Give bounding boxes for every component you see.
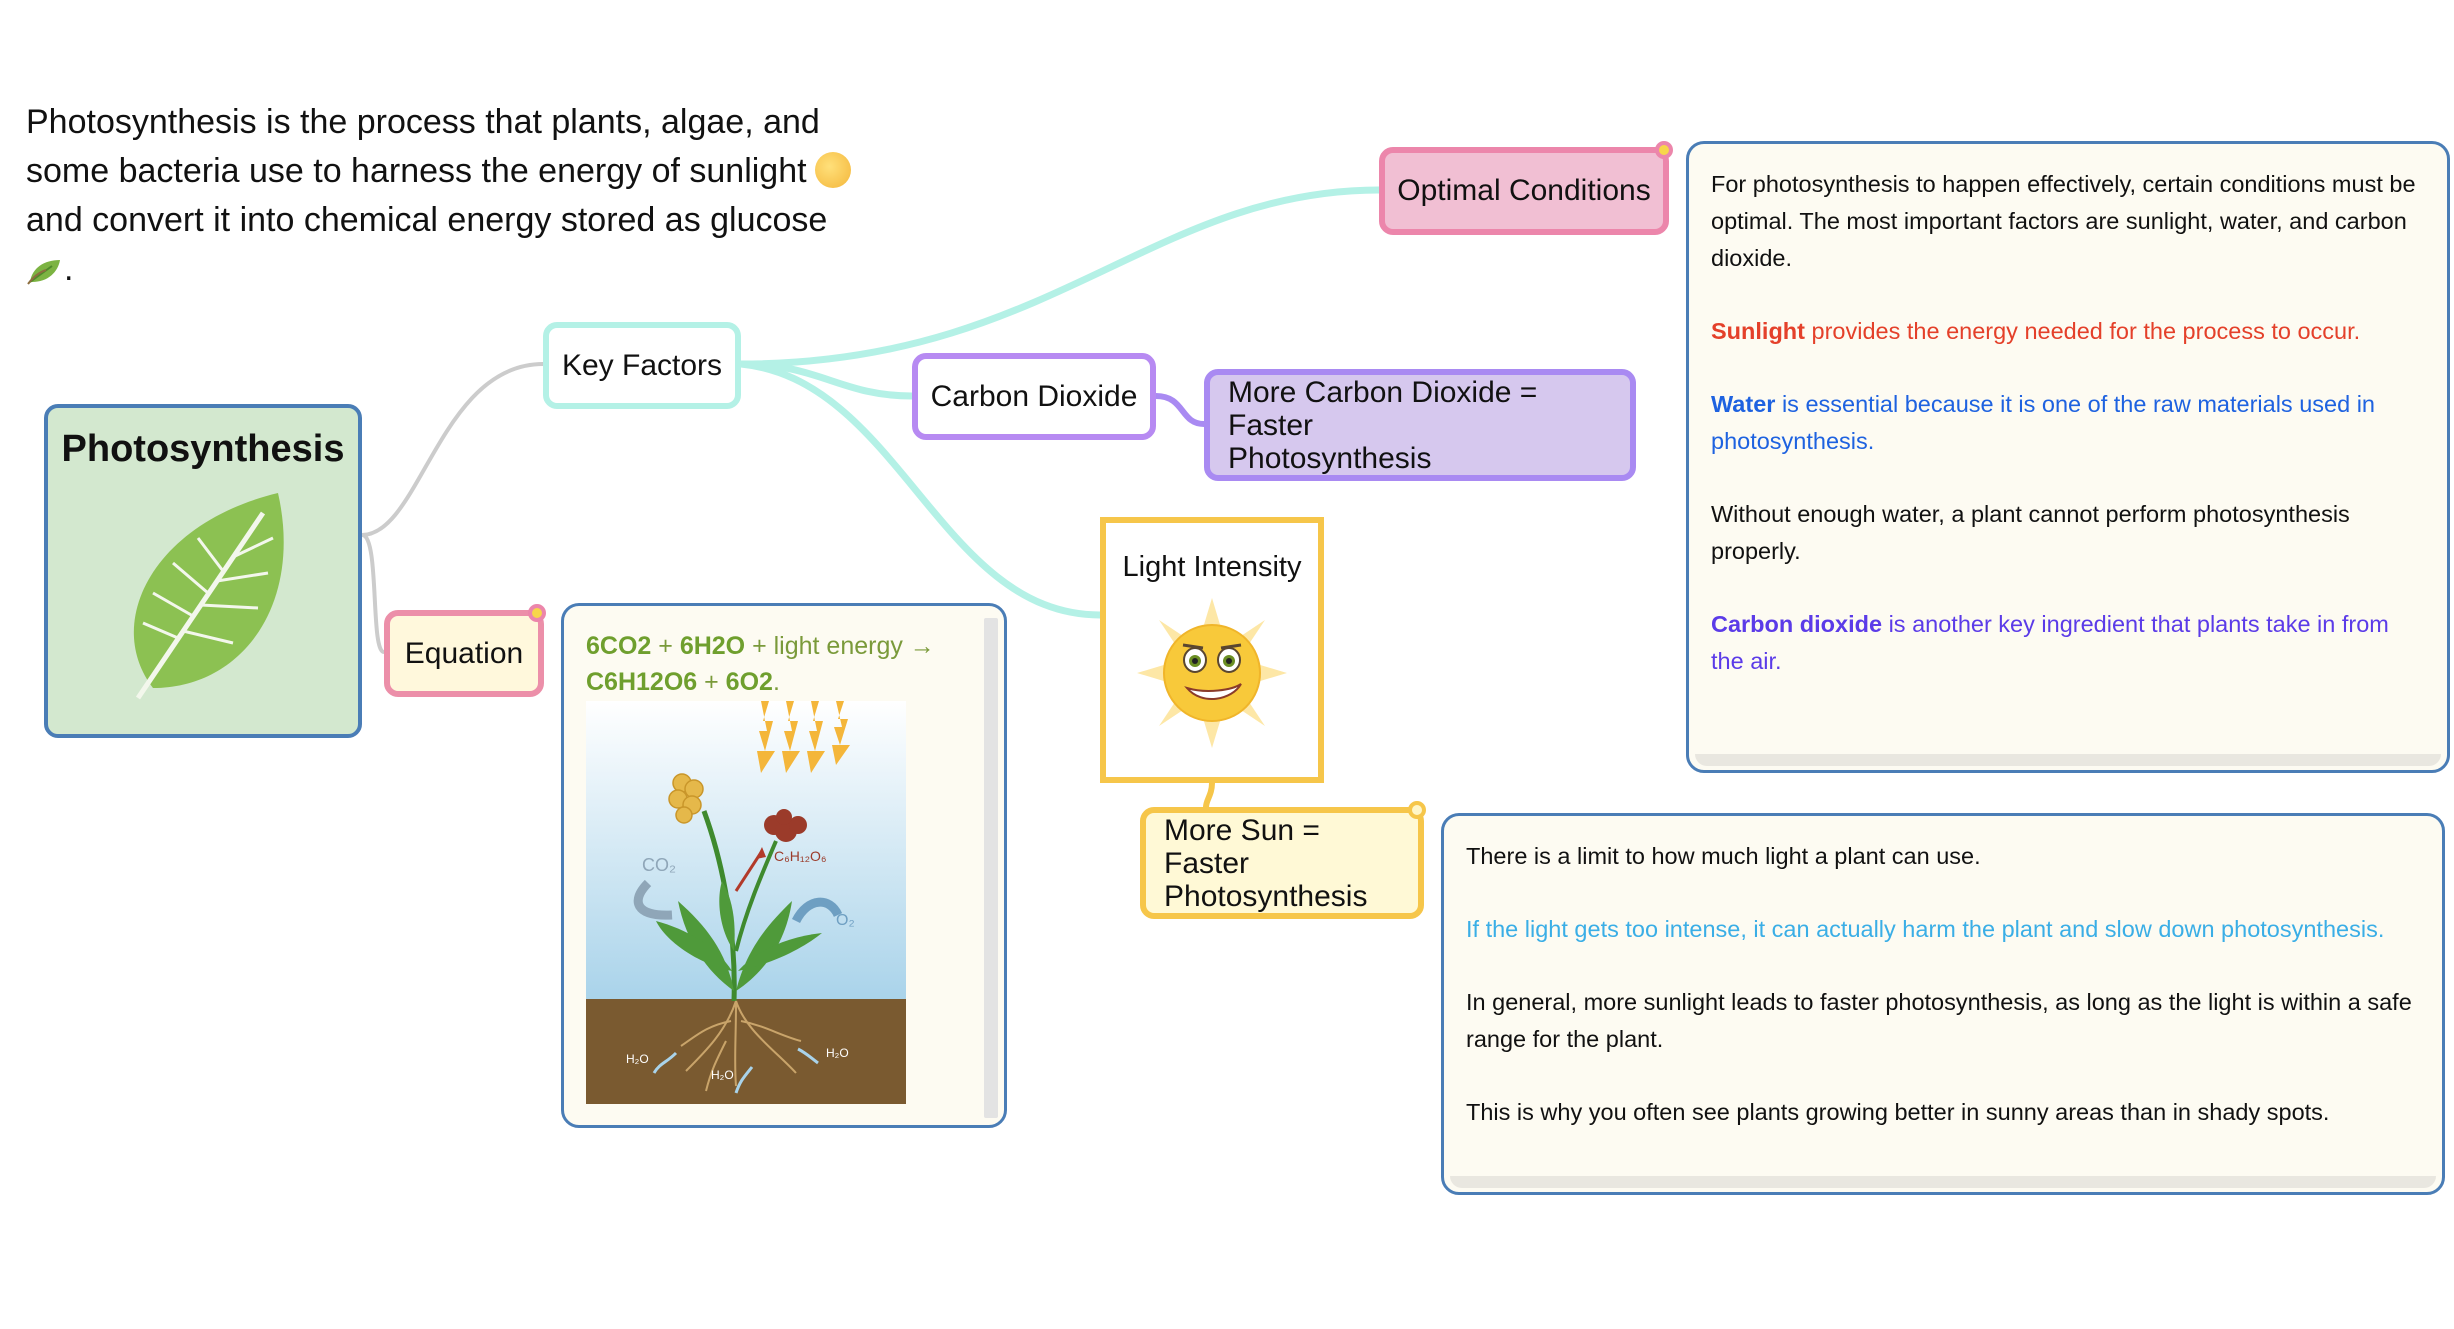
conditions-note-card[interactable]: For photosynthesis to happen effectively… (1686, 141, 2450, 773)
co2-rest: is another key ingredient that plants ta… (1711, 611, 2389, 674)
sun-emoji-icon (814, 152, 851, 188)
carbon-dioxide-label: Carbon Dioxide (930, 379, 1138, 413)
node-key-factors[interactable]: Key Factors (543, 322, 741, 409)
node-carbon-dioxide[interactable]: Carbon Dioxide (912, 353, 1156, 440)
intro-paragraph: Photosynthesis is the process that plant… (26, 98, 886, 294)
eq-end: . (772, 668, 780, 696)
sunlight-bold: Sunlight (1711, 318, 1805, 344)
key-factors-label: Key Factors (561, 348, 723, 382)
link-root-keyfactors (361, 362, 544, 537)
h2o-label: H₂O (826, 1046, 849, 1060)
optimal-conditions-label: Optimal Conditions (1397, 174, 1651, 207)
eq-product-glucose: C6H12O6 (586, 668, 698, 696)
eq-plus: + (697, 668, 726, 696)
node-light-intensity[interactable]: Light Intensity (1100, 517, 1324, 783)
light-intensity-label: Light Intensity (1122, 551, 1302, 583)
node-more-carbon-dioxide[interactable]: More Carbon Dioxide = Faster Photosynthe… (1204, 369, 1636, 481)
conditions-co2: Carbon dioxide is another key ingredient… (1711, 606, 2425, 680)
link-root-equation (361, 533, 386, 654)
conditions-without-water: Without enough water, a plant cannot per… (1711, 501, 2350, 564)
node-equation[interactable]: Equation (384, 604, 546, 697)
eq-reactant-h2o: 6H2O (679, 632, 746, 660)
node-more-sun[interactable]: More Sun = Faster Photosynthesis (1140, 801, 1426, 919)
note-scroll-shadow (984, 618, 998, 1118)
photosynthesis-illustration: C₆H₁₂O₆ CO₂ O₂ H₂O H₂O H₂O (586, 701, 906, 1104)
h2o-label: H₂O (711, 1068, 734, 1082)
more-co2-line-2: Photosynthesis (1228, 441, 1432, 475)
conditions-water: Water is essential because it is one of … (1711, 386, 2425, 460)
more-co2-line-1: More Carbon Dioxide = Faster (1228, 375, 1538, 442)
link-keyfactors-optimal (740, 186, 1380, 368)
sun-face-icon (1137, 598, 1287, 748)
intro-line-4-end: . (64, 250, 74, 288)
equation-text: 6CO2 + 6H2O + light energy → C6H12O6 + 6… (586, 628, 966, 700)
root-node-photosynthesis[interactable]: Photosynthesis (44, 404, 362, 738)
water-bold: Water (1711, 391, 1776, 417)
co2-bold: Carbon dioxide (1711, 611, 1883, 637)
glucose-label: C₆H₁₂O₆ (774, 848, 827, 864)
note-bottom-shadow (1695, 754, 2441, 766)
note-bottom-shadow (1450, 1176, 2436, 1188)
intro-line-1: Photosynthesis is the process that plant… (26, 103, 820, 141)
light-note-p2: If the light gets too intense, it can ac… (1466, 916, 2385, 942)
leaf-icon (133, 493, 284, 700)
light-note-p3: In general, more sunlight leads to faste… (1466, 989, 2412, 1052)
note-indicator-icon[interactable] (528, 604, 546, 622)
h2o-label: H₂O (626, 1052, 649, 1066)
more-sun-line-2: Photosynthesis (1164, 879, 1368, 913)
node-optimal-conditions[interactable]: Optimal Conditions (1379, 141, 1673, 235)
o2-label: O₂ (836, 912, 855, 929)
co2-label: CO₂ (642, 855, 676, 875)
link-keyfactors-light (740, 360, 1101, 619)
light-note-p1: There is a limit to how much light a pla… (1466, 843, 1981, 869)
note-indicator-icon[interactable] (1408, 801, 1426, 819)
conditions-intro: For photosynthesis to happen effectively… (1711, 171, 2416, 271)
conditions-sunlight: Sunlight provides the energy needed for … (1711, 313, 2425, 350)
equation-label: Equation (404, 636, 524, 670)
light-note-card[interactable]: There is a limit to how much light a pla… (1441, 813, 2445, 1195)
note-indicator-icon[interactable] (1655, 141, 1673, 159)
eq-plus: + (651, 632, 680, 660)
link-co2-moreco2 (1155, 393, 1205, 427)
intro-line-3: and convert it into chemical energy stor… (26, 201, 828, 239)
link-light-moresun (1203, 782, 1215, 808)
sunlight-rest: provides the energy needed for the proce… (1804, 318, 2361, 344)
intro-line-2: some bacteria use to harness the energy … (26, 152, 807, 190)
eq-energy: + light energy → (745, 632, 935, 660)
equation-note-card[interactable]: 6CO2 + 6H2O + light energy → C6H12O6 + 6… (561, 603, 1007, 1128)
root-title: Photosynthesis (61, 428, 345, 470)
eq-product-o2: 6O2 (725, 668, 773, 696)
leaf-emoji-icon (27, 260, 60, 285)
more-sun-line-1: More Sun = Faster (1164, 813, 1320, 880)
light-note-p4: This is why you often see plants growing… (1466, 1099, 2330, 1125)
water-rest: is essential because it is one of the ra… (1711, 391, 2375, 454)
eq-reactant-co2: 6CO2 (586, 632, 652, 660)
